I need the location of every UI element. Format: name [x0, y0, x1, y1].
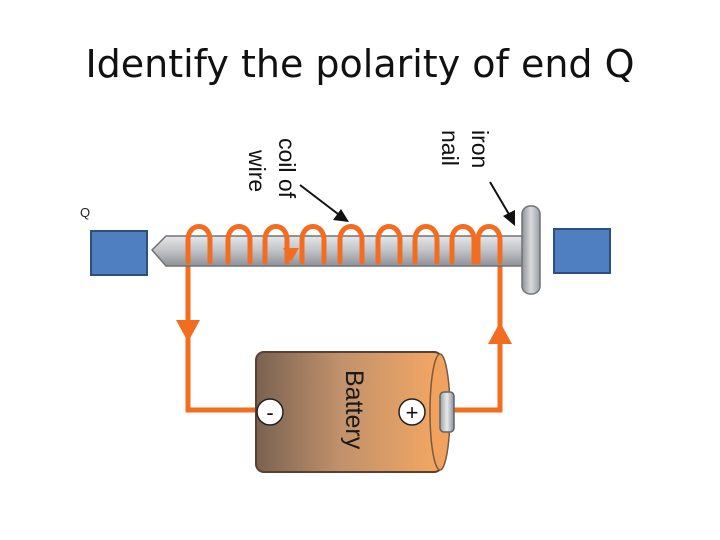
current-arrow-down-icon [176, 320, 200, 342]
left-end-block [90, 230, 148, 276]
coil-arrow-icon [283, 248, 299, 262]
coil-label-line1: coil of [274, 138, 300, 199]
coil-pointer-arrow [299, 184, 349, 222]
current-arrow-up-icon [488, 322, 512, 344]
nail-pointer-arrow [489, 181, 515, 226]
right-end-block [553, 228, 611, 274]
circuit-wire [185, 262, 503, 413]
coil-label-line2: wire [244, 149, 270, 192]
nail-label-line2: nail [437, 130, 463, 166]
battery: - + Battery [255, 351, 455, 473]
minus-sign: - [266, 400, 273, 425]
wire-coil [185, 224, 503, 265]
minus-terminal [256, 398, 284, 426]
slide-title: Identify the polarity of end Q [85, 42, 635, 86]
battery-label: Battery [340, 370, 368, 450]
nail-label-line1: iron [467, 130, 493, 168]
plus-terminal [398, 398, 426, 426]
plus-sign: + [406, 400, 419, 425]
end-q-label: Q [80, 205, 91, 220]
